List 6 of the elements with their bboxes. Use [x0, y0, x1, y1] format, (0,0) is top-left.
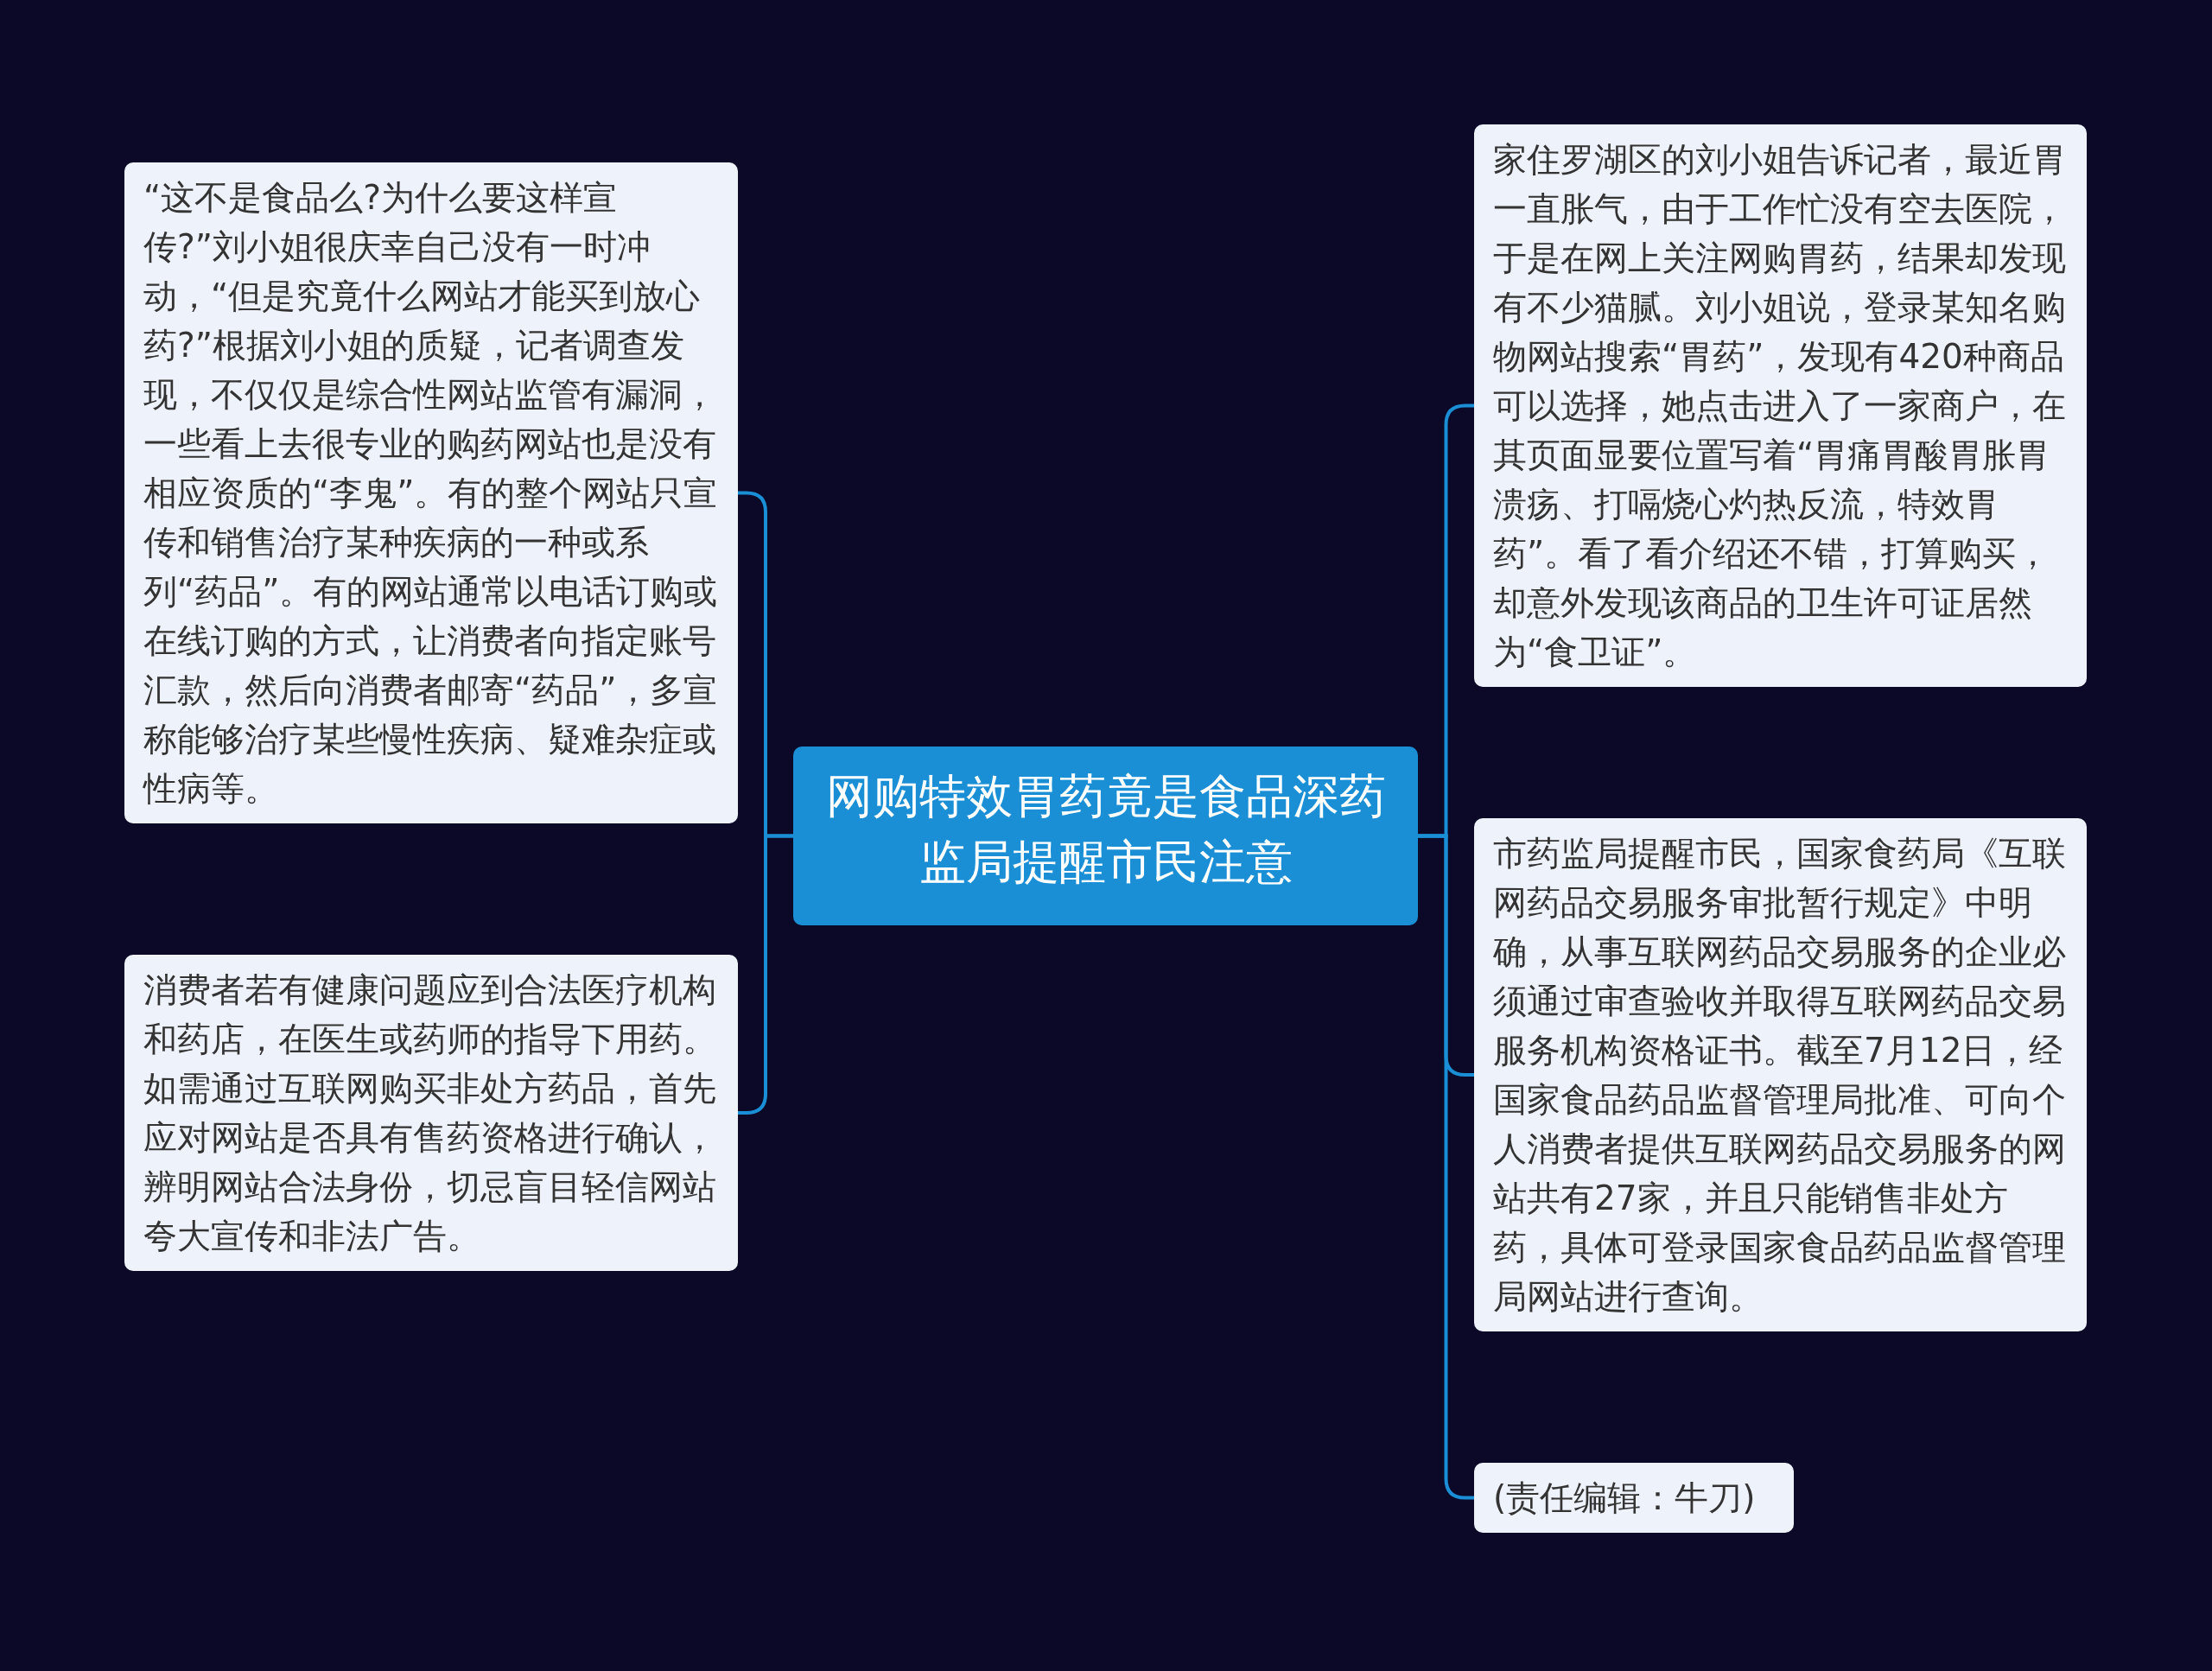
topic-box: 家住罗湖区的刘小姐告诉记者，最近胃一直胀气，由于工作忙没有空去医院，于是在网上关注网购胃药，结果却发现有不少猫腻。刘小姐说，登录某知名购物网站搜索“胃药”，发现有420种商品可以选择，她点击进入了一家商户，在其页面显要位置写着“胃痛胃酸胃胀胃溃疡、打嗝烧心灼热反流，特效胃药”。看了看介绍还不错，打算购买，却意外发现该商品的卫生许可证居然为“食卫证”。 [1474, 124, 2087, 687]
topic-box: 消费者若有健康问题应到合法医疗机构和药店，在医生或药师的指导下用药。如需通过互联网购买非处方药品，首先应对网站是否具有售药资格进行确认，辨明网站合法身份，切忌盲目轻信网站夸大宣传和非法广告。 [124, 955, 738, 1271]
topic-box: 市药监局提醒市民，国家食药局《互联网药品交易服务审批暂行规定》中明确，从事互联网药品交易服务的企业必须通过审查验收并取得互联网药品交易服务机构资格证书。截至7月12日，经国家食品药品监督管理局批准、可向个人消费者提供互联网药品交易服务的网站共有27家，并且只能销售非处方药，具体可登录国家食品药品监督管理局网站进行查询。 [1474, 818, 2087, 1331]
central-topic-box: 网购特效胃药竟是食品深药监局提醒市民注意 [793, 747, 1418, 925]
topic-box: “这不是食品么?为什么要这样宣传?”刘小姐很庆幸自己没有一时冲动，“但是究竟什么网站才能买到放心药?”根据刘小姐的质疑，记者调查发现，不仅仅是综合性网站监管有漏洞，一些看上去很专业的购药网站也是没有相应资质的“李鬼”。有的整个网站只宣传和销售治疗某种疾病的一种或系列“药品”。有的网站通常以电话订购或在线订购的方式，让消费者向指定账号汇款，然后向消费者邮寄“药品”，多宣称能够治疗某些慢性疾病、疑难杂症或性病等。 [124, 162, 738, 823]
topic-box: (责任编辑：牛刀) [1474, 1463, 1794, 1533]
